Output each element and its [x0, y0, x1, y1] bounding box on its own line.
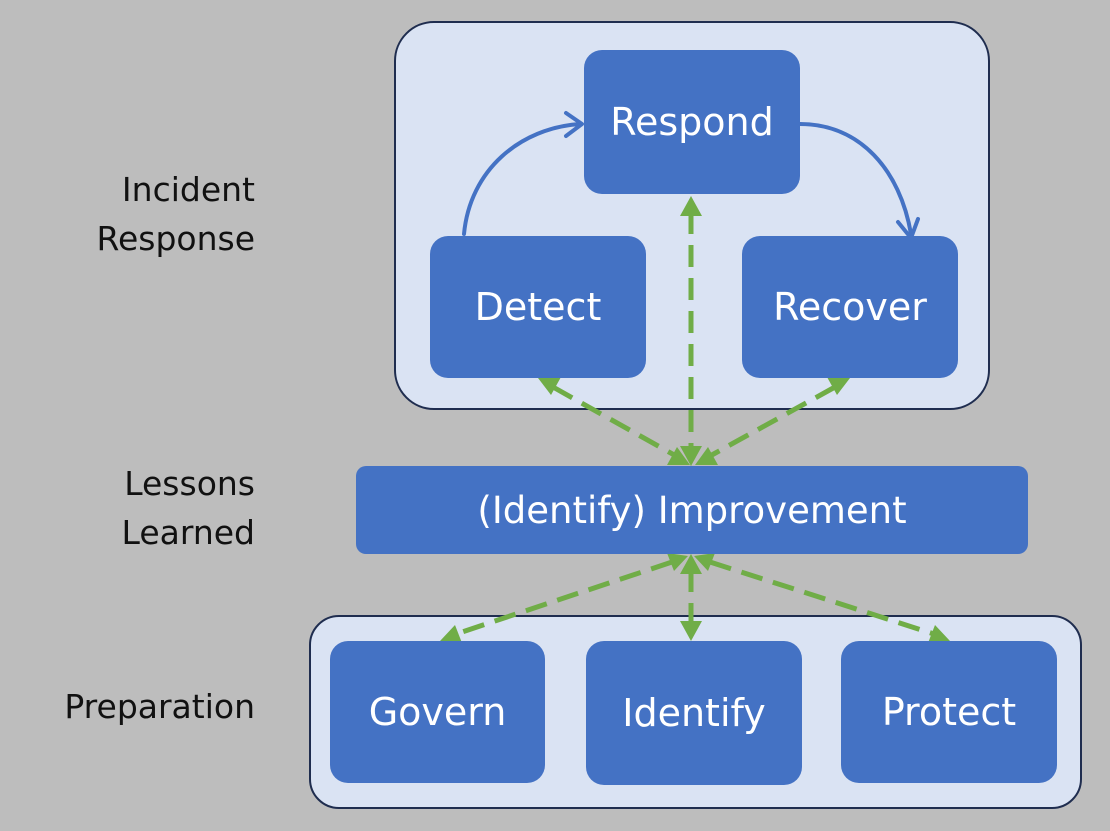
improvement-node[interactable]: (Identify) Improvement: [356, 466, 1028, 554]
label-preparation-line-1: Preparation: [64, 687, 255, 726]
protect-node[interactable]: Protect: [841, 641, 1057, 783]
label-incident-response-line-1: Incident: [121, 170, 255, 209]
feedback-head-improvement-from-protect: [694, 553, 715, 571]
identify-node[interactable]: Identify: [586, 641, 802, 785]
govern-node[interactable]: Govern: [330, 641, 545, 783]
feedback-head-improvement-from-govern: [667, 553, 688, 571]
label-lessons-learned: Lessons Learned: [122, 459, 255, 557]
recover-node[interactable]: Recover: [742, 236, 958, 378]
respond-node[interactable]: Respond: [584, 50, 800, 194]
label-preparation: Preparation: [64, 682, 255, 731]
label-lessons-learned-line-1: Lessons: [124, 464, 255, 503]
detect-node[interactable]: Detect: [430, 236, 646, 378]
feedback-head-improvement-from-respond: [680, 446, 702, 466]
label-incident-response-line-2: Response: [96, 219, 256, 258]
feedback-head-improvement-from-identify: [680, 554, 702, 574]
feedback-head-improvement-from-recover: [695, 447, 718, 465]
label-lessons-learned-line-2: Learned: [121, 513, 255, 552]
feedback-head-improvement-from-detect: [667, 447, 690, 465]
label-incident-response: Incident Response: [97, 165, 256, 263]
